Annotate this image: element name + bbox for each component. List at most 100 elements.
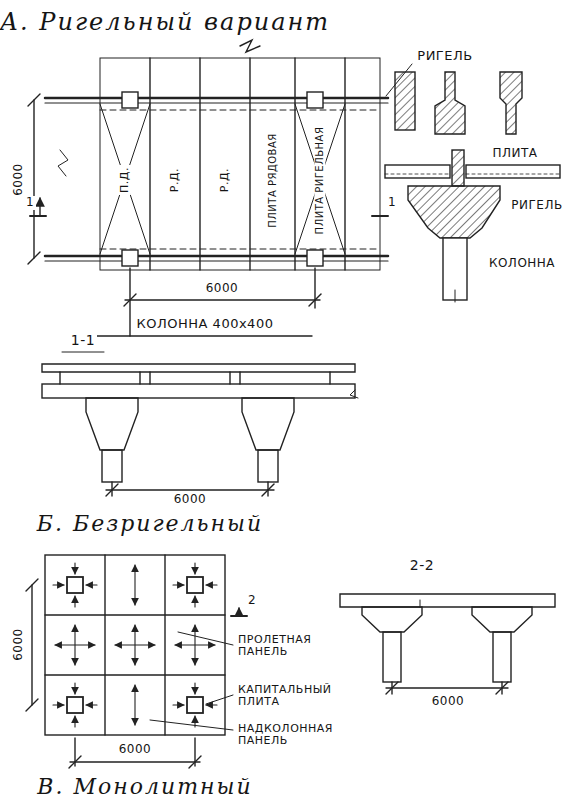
part-name: РИГЕЛЬ [415, 49, 474, 63]
plan-b-part [69, 756, 81, 768]
rigel-detail-part [452, 150, 464, 186]
part-name: ПРОЛЕТНАЯ ПАНЕЛЬ [236, 634, 356, 658]
section-1-1-part [242, 398, 294, 450]
plan-a-part [149, 58, 150, 270]
section-mark: 2 [246, 594, 258, 607]
plan-a-part [249, 58, 250, 270]
section-1-1-part [350, 390, 358, 398]
dimension-label: 6000 [117, 743, 154, 756]
plan-b [26, 555, 247, 768]
plan-b-part [31, 585, 32, 705]
part-name: КОЛОННА [487, 257, 557, 270]
load-arrow [86, 704, 97, 705]
section-1-1-part [106, 484, 118, 496]
section-2-2 [340, 594, 555, 694]
span-arrow [115, 644, 155, 645]
span-arrow [55, 644, 95, 645]
rigel-detail-part [385, 174, 560, 175]
plan-b-part [45, 614, 225, 615]
plan-a-part [33, 100, 34, 258]
section-2-2-part [386, 682, 398, 694]
plan-b-part [187, 577, 203, 593]
plan-a-part [100, 58, 380, 270]
span-arrow [134, 685, 135, 725]
section-heading: В. Монолитный [35, 775, 254, 799]
load-arrow [194, 596, 195, 607]
dimension-label: 6000 [11, 627, 24, 664]
load-arrow [206, 584, 217, 585]
section-1-1-part [102, 450, 122, 482]
load-arrow [74, 716, 75, 727]
load-arrow [173, 704, 184, 705]
dimension-label: 6000 [11, 162, 24, 199]
section-2-2-part [362, 607, 422, 632]
plan-a-part [45, 97, 388, 100]
plan-a-part [125, 299, 320, 300]
plan-b-part [67, 577, 83, 593]
section-1-1-part [258, 450, 278, 482]
drawing-part [26, 40, 560, 768]
load-arrow [173, 584, 184, 585]
section-1-1-part [262, 484, 274, 496]
section-title: 1-1 [69, 333, 97, 348]
load-arrow [194, 563, 195, 574]
load-arrow [206, 704, 217, 705]
rigel-detail-part [395, 72, 415, 130]
plan-a-part [372, 215, 388, 217]
plan-b-part [189, 756, 201, 768]
part-name: ПЛИТА [490, 147, 539, 160]
dimension-label: 6000 [172, 493, 209, 506]
span-arrow [175, 644, 215, 645]
load-arrow [74, 596, 75, 607]
plan-b-part [187, 697, 203, 713]
part-name: КАПИТАЛЬНЫЙ ПЛИТА [236, 684, 356, 708]
rigel-detail-part [385, 165, 450, 178]
plan-a-part [45, 102, 388, 103]
section-heading: Б. Безригельный [35, 512, 265, 536]
plan-b-part [45, 674, 225, 675]
plan-a-part [309, 294, 321, 306]
plan-a-part [100, 104, 150, 254]
part-name: КОЛОННА 400х400 [135, 317, 276, 331]
plan-a-part [100, 110, 380, 111]
load-arrow [74, 563, 75, 574]
rigel-detail [385, 72, 560, 302]
plan-a-part [30, 215, 46, 217]
plan-b-part [70, 761, 200, 762]
dimension-label: 6000 [430, 695, 467, 708]
dimension-label: 6000 [204, 282, 241, 295]
section-2-2-part [383, 632, 401, 682]
plan-b-part [164, 555, 165, 735]
part-name: НАДКОЛОННАЯ ПАНЕЛЬ [236, 723, 356, 747]
plan-a-part [240, 40, 260, 52]
section-1-1-part [106, 489, 274, 490]
plan-b-part [104, 555, 105, 735]
rigel-detail-part [435, 72, 465, 134]
load-arrow [194, 683, 195, 694]
plan-b-part [238, 608, 239, 616]
rigel-detail-part [455, 290, 456, 302]
plan-a-part [122, 92, 138, 108]
plan-b-part [26, 699, 38, 711]
load-arrow [194, 716, 195, 727]
section-2-2-part [493, 632, 511, 682]
section-1-1-part [86, 398, 138, 450]
plan-a-part [100, 249, 380, 250]
rigel-detail-part [500, 72, 522, 134]
plan-a-part [124, 294, 136, 306]
load-arrow [74, 683, 75, 694]
arrow-group [53, 563, 217, 727]
section-2-2-part [496, 682, 508, 694]
section-1-1-part [60, 372, 330, 384]
section-1-1-part [42, 384, 355, 398]
plan-a-part [295, 104, 345, 254]
plan-a-part [28, 252, 40, 264]
section-2-2-part [340, 594, 555, 607]
part-name: РИГЕЛЬ [509, 199, 564, 212]
plan-a-part [45, 260, 388, 261]
section-mark: 1 [386, 196, 398, 209]
section-2-2-part [386, 687, 508, 688]
span-arrow [134, 565, 135, 605]
plan-a-part [96, 335, 312, 336]
panel-label: П.Д. [119, 165, 131, 195]
